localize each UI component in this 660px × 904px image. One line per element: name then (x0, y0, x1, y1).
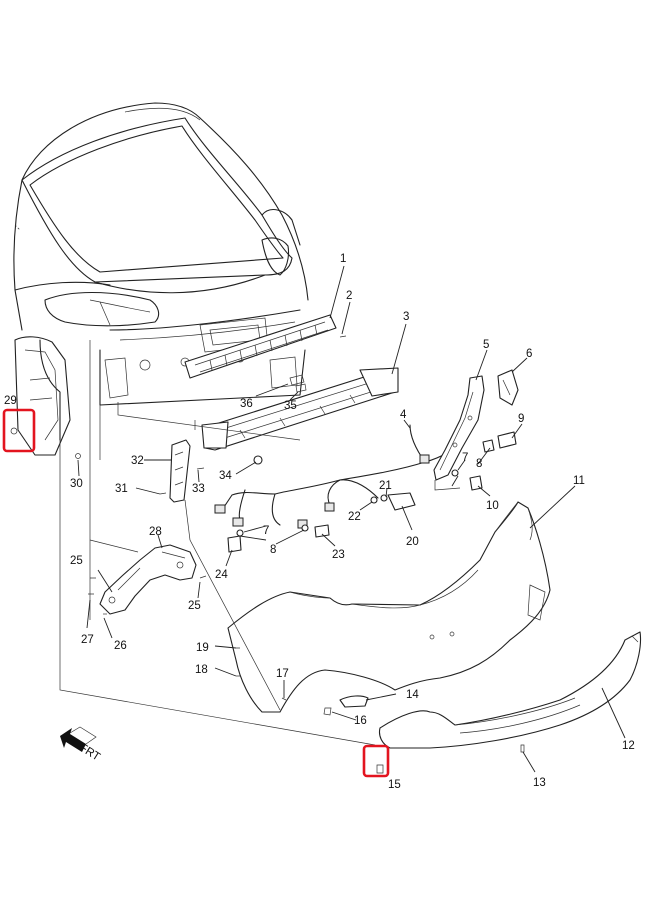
callout-20: 20 (406, 536, 419, 548)
callout-12: 12 (622, 740, 635, 752)
callout-26: 26 (114, 640, 127, 652)
part-4-wiring-harness (214, 424, 461, 529)
callout-3: 3 (403, 311, 409, 323)
callout-33: 33 (192, 483, 205, 495)
callout-labels: 1 2 3 4 5 6 7 8 9 10 11 12 13 14 15 16 1… (4, 253, 635, 791)
callout-34: 34 (219, 470, 232, 482)
part-5-bracket (433, 375, 485, 481)
part-3-impact-bar (201, 367, 399, 451)
highlight-box-part-15 (362, 744, 390, 778)
callout-14: 14 (406, 689, 419, 701)
callout-36: 36 (240, 398, 253, 410)
part-14-trim (339, 695, 369, 708)
callout-5: 5 (483, 339, 489, 351)
callout-4: 4 (400, 409, 407, 421)
callout-31: 31 (115, 483, 128, 495)
reference-lines (59, 340, 461, 746)
callout-28: 28 (149, 526, 162, 538)
leader-lines (77, 265, 626, 773)
part-32-bracket (169, 439, 191, 503)
callout-7-second: 7 (263, 525, 269, 537)
part-28-bracket (99, 544, 197, 615)
callout-15: 15 (388, 779, 401, 791)
callout-27: 27 (81, 634, 94, 646)
front-direction-indicator: FRT (60, 726, 102, 764)
callout-17: 17 (276, 668, 289, 680)
callout-25-second: 25 (188, 600, 201, 612)
callout-23: 23 (332, 549, 345, 561)
callout-35: 35 (284, 400, 297, 412)
part-1-fascia-upper-support (184, 314, 337, 379)
fasteners (10, 335, 525, 774)
callout-32: 32 (131, 455, 144, 467)
callout-6: 6 (526, 348, 532, 360)
callout-9: 9 (518, 413, 524, 425)
vehicle-body-outline (13, 102, 309, 456)
callout-8: 8 (476, 458, 482, 470)
callout-18: 18 (195, 664, 208, 676)
callout-19: 19 (196, 642, 209, 654)
front-indicator-label: FRT (77, 742, 102, 764)
callout-1: 1 (340, 253, 346, 265)
callout-7: 7 (462, 452, 468, 464)
part-12-lower-fascia (378, 631, 642, 749)
callout-21: 21 (379, 480, 392, 492)
callout-8-second: 8 (270, 544, 276, 556)
callout-11: 11 (573, 475, 585, 487)
callout-24: 24 (215, 569, 228, 581)
callout-25: 25 (70, 555, 83, 567)
callout-30: 30 (70, 478, 83, 490)
part-11-bumper-fascia (227, 501, 551, 713)
small-clips (227, 431, 517, 553)
callout-16: 16 (354, 715, 367, 727)
callout-22: 22 (348, 511, 361, 523)
callout-29: 29 (4, 395, 17, 407)
callout-10: 10 (486, 500, 499, 512)
highlight-box-part-29 (2, 408, 36, 453)
callout-2: 2 (346, 290, 352, 302)
part-6-bracket (497, 369, 519, 406)
callout-13: 13 (533, 777, 546, 789)
